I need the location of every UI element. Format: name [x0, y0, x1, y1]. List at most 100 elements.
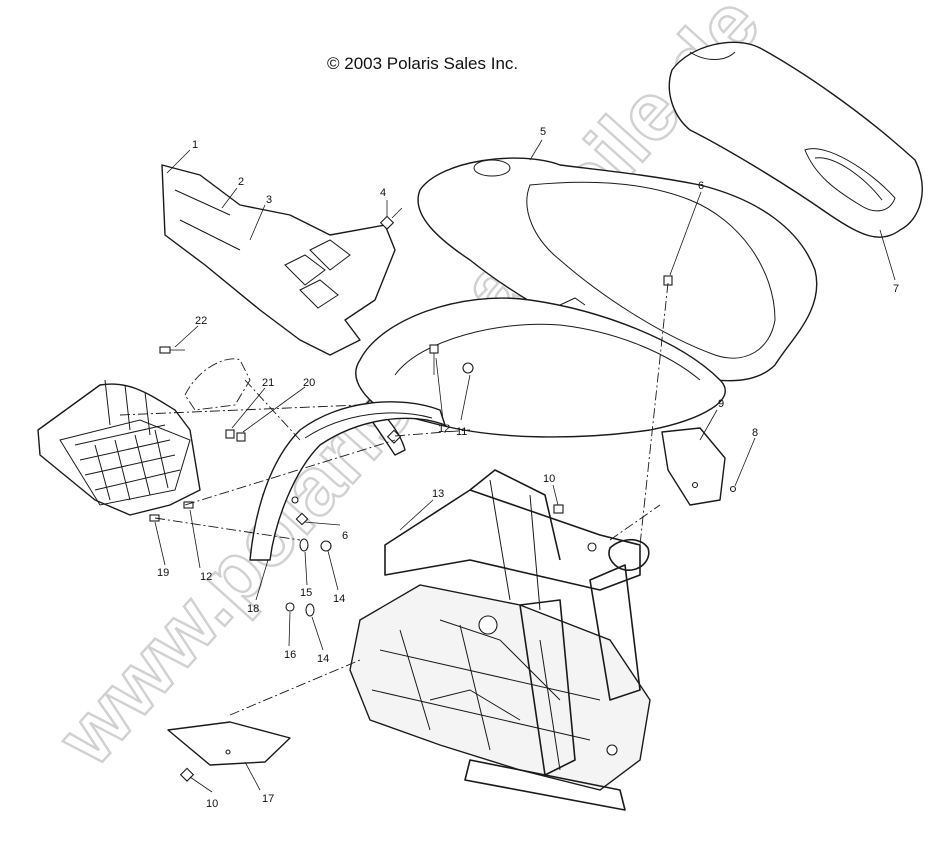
frame-upper-rail: [384, 489, 641, 591]
side-panel-body: [161, 164, 396, 356]
callout-12-upper: 12: [438, 423, 450, 435]
leader-17: [244, 761, 261, 791]
seat-shell: [668, 41, 923, 238]
bolt-22-head: [159, 346, 171, 354]
leader-7: [879, 229, 896, 281]
footrest-grid-frame: [59, 419, 191, 506]
frame-bushing: [478, 615, 498, 635]
frame-pivot-boss: [608, 538, 650, 571]
bolt-12-upper-head: [429, 344, 439, 354]
leader-lines: [154, 139, 896, 793]
frame-floor-plate: [349, 584, 651, 791]
callout-11: 11: [456, 426, 467, 438]
callout-22: 22: [195, 315, 207, 327]
callout-labels: 1 2 3 4 5 6 6 7 8 9 10 10 11 12 12 13 14…: [157, 126, 899, 810]
callout-1: 1: [192, 139, 198, 151]
leader-5: [529, 139, 543, 161]
callout-6-upper: 6: [698, 180, 704, 192]
leader-10-upper: [552, 484, 559, 506]
frame-bottom-crossmember: [464, 759, 626, 811]
screw-8: [729, 485, 737, 493]
leader-14-lower: [311, 616, 324, 651]
frame-floor-ribs: [371, 624, 601, 771]
callout-10-upper: 10: [543, 473, 555, 485]
leader-12-lower: [189, 509, 201, 569]
frame-mount-stud: [587, 542, 597, 552]
callout-17: 17: [262, 793, 274, 805]
assembly-line-fender-nut: [394, 429, 471, 437]
frame-side-leg: [589, 564, 641, 701]
skid-plate-body: [167, 721, 291, 766]
assembly-line-guard: [244, 379, 301, 441]
leader-6-upper: [669, 191, 702, 276]
leader-10-lower: [189, 776, 213, 793]
frame-front-leg: [519, 599, 576, 776]
side-panel-edge-lines: [174, 189, 241, 251]
leader-6-lower: [303, 521, 341, 526]
frame-weld-nut: [606, 744, 618, 756]
callout-14-upper: 14: [333, 593, 345, 605]
nut-11: [462, 362, 474, 374]
frame-assembly: [349, 469, 651, 811]
leader-3: [249, 204, 266, 241]
front-fender-slot: [559, 297, 586, 306]
assembly-line-bolt-12: [184, 439, 396, 506]
callout-15: 15: [300, 587, 312, 599]
fasteners: [149, 207, 737, 782]
bolt-4-head: [379, 215, 395, 230]
assembly-lines: [119, 282, 669, 716]
part-mudguard: [249, 401, 446, 561]
leader-22: [174, 325, 199, 348]
part-seat: [668, 41, 923, 238]
seat-rear-panel: [804, 148, 896, 212]
mudguard-body: [249, 401, 446, 561]
leader-15: [304, 551, 308, 586]
footrest-body: [37, 383, 201, 516]
frame-brace: [429, 619, 561, 721]
part-bracket: [661, 427, 726, 506]
fuel-filler-opening: [473, 159, 511, 177]
bolt-10-upper-head: [553, 504, 564, 514]
callout-3: 3: [266, 194, 272, 206]
leader-14-upper: [327, 550, 339, 591]
leader-20: [242, 386, 306, 433]
skid-plate-hole: [225, 749, 231, 755]
leader-19: [154, 521, 166, 566]
leader-13: [399, 499, 434, 531]
leader-8: [734, 437, 756, 487]
callout-6-lower: 6: [342, 530, 348, 542]
assembly-line-bolt-19: [154, 517, 301, 541]
leader-21: [231, 387, 266, 429]
callout-18: 18: [247, 603, 259, 615]
bracket-plate: [661, 427, 726, 506]
leader-2: [221, 187, 238, 209]
seat-panel-line: [814, 157, 883, 201]
clip-15: [299, 538, 309, 552]
leader-12-upper: [435, 357, 444, 421]
callout-4: 4: [380, 187, 386, 199]
footrest-grid: [74, 424, 181, 501]
seat-front-notch: [689, 51, 736, 60]
leader-18: [255, 559, 269, 601]
frame-upright-detail: [489, 479, 541, 611]
callout-8: 8: [752, 427, 758, 439]
bolt-19-head: [149, 514, 160, 522]
rear-fender-seat-recess: [526, 181, 776, 359]
callout-19: 19: [157, 567, 169, 579]
mudguard-edge: [304, 412, 433, 439]
bracket-hole: [691, 481, 699, 489]
callout-13: 13: [432, 488, 444, 500]
callout-10-lower: 10: [206, 798, 218, 810]
callout-16: 16: [284, 649, 296, 661]
bolt-10-lower-head: [179, 767, 195, 782]
part-skid-plate: [167, 721, 291, 766]
nut-20: [236, 432, 246, 442]
callout-5: 5: [540, 126, 546, 138]
leader-11: [460, 374, 471, 421]
callout-12-lower: 12: [200, 571, 212, 583]
nut-14-lower: [305, 603, 315, 617]
washer-16: [285, 602, 295, 612]
leader-16: [288, 611, 291, 647]
